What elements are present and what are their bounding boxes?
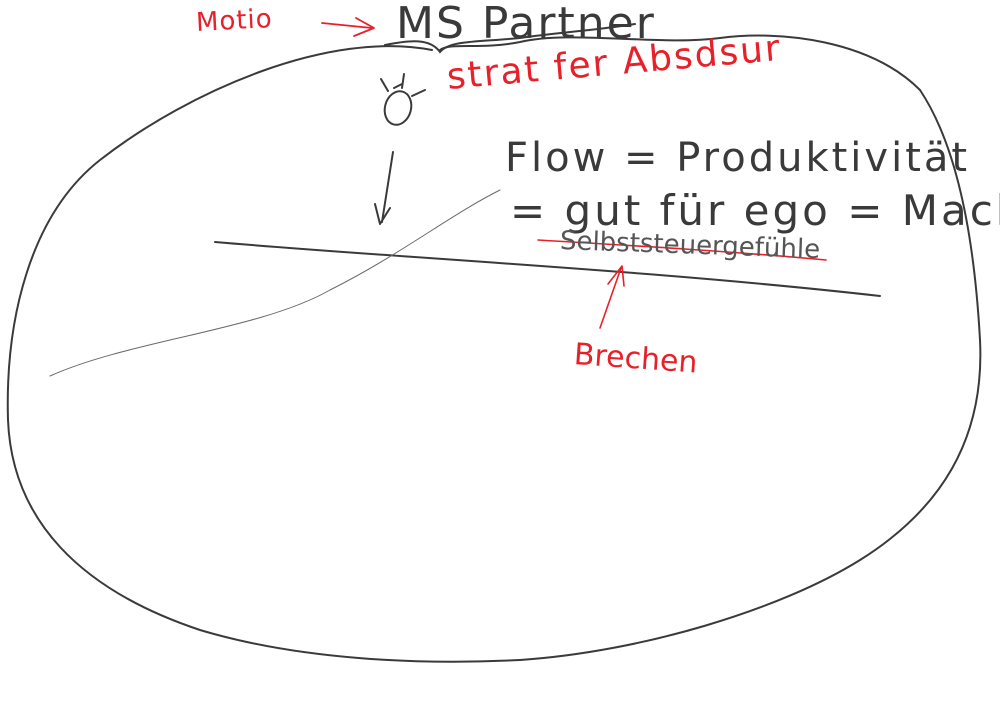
brechen-arrow [599, 265, 625, 329]
lightbulb-icon [380, 73, 426, 126]
strikethrough-line [537, 239, 827, 261]
threshold-line [214, 241, 881, 297]
motio-label: Motio [195, 4, 274, 38]
rising-curve [49, 189, 501, 377]
ms-partner-label: MS Partner [396, 0, 656, 49]
outer-blob-outline [6, 34, 982, 663]
down-arrow [374, 151, 394, 225]
flow-productivity-label: Flow = Produktivität [505, 135, 971, 181]
motio-arrow [321, 17, 375, 37]
brechen-label: Brechen [572, 337, 699, 381]
partner-brace [384, 23, 636, 54]
good-for-ego-label: = gut für ego = Macht [510, 186, 1000, 235]
